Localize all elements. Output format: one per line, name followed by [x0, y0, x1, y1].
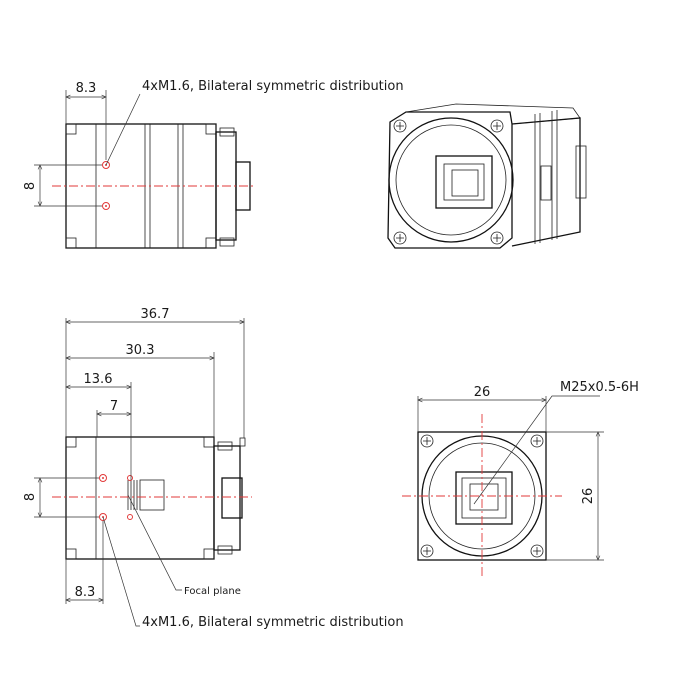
bottom-dim-hole-offset: 8.3 [75, 585, 96, 600]
focal-plane-label: Focal plane [184, 586, 241, 597]
front-view: 26 26 M25x0.5-6H [402, 380, 639, 578]
dim-body: 30.3 [126, 343, 155, 358]
bottom-mount-hole-1 [99, 474, 107, 482]
front-dim-height: 26 [581, 488, 596, 505]
top-dim-height: 8 [23, 182, 38, 190]
top-mount-hole-1 [102, 161, 110, 169]
bottom-mount-hole-2 [99, 513, 107, 521]
thread-label: M25x0.5-6H [560, 380, 639, 395]
bottom-hole-note: 4xM1.6, Bilateral symmetric distribution [142, 615, 404, 630]
bottom-body-outline [65, 436, 246, 560]
front-dim-width: 26 [474, 385, 491, 400]
top-dim-hole-offset: 8.3 [76, 81, 97, 96]
bottom-side-view: 36.7 30.3 13.6 7 8 8.3 Focal plane 4xM1.… [23, 307, 404, 630]
top-mount-hole-2 [102, 202, 110, 210]
isometric-view [387, 103, 587, 249]
bottom-dim-height: 8 [23, 493, 38, 501]
top-hole-note: 4xM1.6, Bilateral symmetric distribution [142, 79, 404, 94]
top-side-view: 8.3 8 4xM1.6, Bilateral symmetric distri… [23, 79, 404, 249]
dim-overall: 36.7 [141, 307, 170, 322]
dim-sensor: 7 [110, 399, 118, 414]
dim-flange: 13.6 [84, 372, 113, 387]
